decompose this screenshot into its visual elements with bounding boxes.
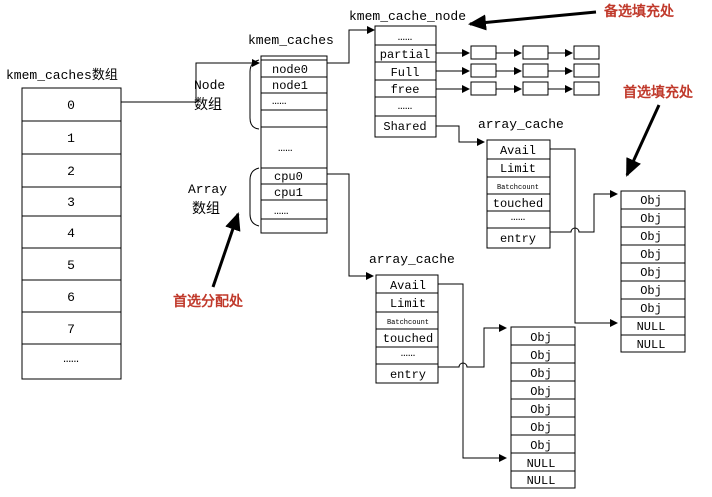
array-index-cell: …… [63, 351, 79, 366]
obj-cell: Obj [640, 194, 662, 208]
obj-cell: Obj [530, 439, 552, 453]
cpu-array-label: Array [188, 182, 227, 197]
limit-field: Limit [500, 162, 536, 176]
obj-cell: Obj [640, 266, 662, 280]
annotation-arrow [468, 10, 597, 31]
connector-arrow [327, 173, 374, 280]
array-index-cell: 6 [67, 290, 75, 305]
obj-cell: Obj [530, 367, 552, 381]
node-array-label: Node [194, 78, 225, 93]
node-cell: node1 [272, 79, 308, 93]
array-index-cell: 1 [67, 131, 75, 146]
kmem-caches-array-title: kmem_caches数组 [6, 68, 118, 83]
array-cache-bottom-struct [375, 274, 439, 384]
kmem-caches-array [21, 87, 122, 380]
obj-cell: Obj [530, 403, 552, 417]
annotation-arrow [211, 212, 241, 288]
array-index-cell: 2 [67, 164, 75, 179]
partial-list-field: partial [380, 48, 430, 62]
annotation-arrow [625, 104, 661, 177]
kmem-caches-struct [260, 55, 328, 234]
obj-array-bottom [510, 326, 576, 489]
connector-arrow [550, 148, 618, 327]
cpu-array-label: 数组 [192, 201, 220, 217]
preferred-alloc-annotation: 首选分配处 [173, 293, 244, 310]
batchcount-field: Batchcount [387, 319, 429, 327]
array-index-cell: 7 [67, 322, 75, 337]
array-cache-field: …… [511, 210, 525, 224]
avail-field: Avail [390, 279, 426, 293]
obj-cell: Obj [640, 212, 662, 226]
node-field: …… [398, 99, 412, 113]
touched-field: touched [383, 332, 433, 346]
connector-arrow [436, 125, 485, 146]
touched-field: touched [493, 197, 543, 211]
obj-cell: Obj [640, 230, 662, 244]
avail-field: Avail [500, 144, 536, 158]
null-cell: NULL [527, 457, 556, 471]
obj-cell: Obj [640, 284, 662, 298]
null-cell: NULL [637, 320, 666, 334]
null-cell: NULL [637, 338, 666, 352]
obj-array-right [620, 190, 686, 353]
kmem-caches-title: kmem_caches [248, 33, 334, 48]
obj-cell: Obj [530, 349, 552, 363]
preferred-fill-annotation: 首选填充处 [623, 84, 694, 101]
array-index-cell: 4 [67, 226, 75, 241]
obj-cell: Obj [530, 385, 552, 399]
array-cache-field: …… [401, 346, 415, 360]
array-index-cell: 0 [67, 98, 75, 113]
connector-arrow [438, 324, 507, 368]
limit-field: Limit [390, 297, 426, 311]
node-cell: node0 [272, 63, 308, 77]
connector-arrow [438, 283, 507, 462]
obj-cell: Obj [640, 302, 662, 316]
shared-field: Shared [383, 120, 426, 134]
array-index-cell: 3 [67, 195, 75, 210]
kmem-cache-node-title: kmem_cache_node [349, 9, 466, 24]
cpu-cell: …… [274, 204, 288, 218]
cpu-cell: cpu0 [274, 170, 303, 184]
full-list-field: Full [391, 66, 420, 80]
node-field: …… [398, 30, 412, 44]
null-cell: NULL [527, 474, 556, 488]
array-cache-top-title: array_cache [478, 117, 564, 132]
obj-cell: Obj [530, 421, 552, 435]
connector-arrow [550, 190, 618, 233]
obj-cell: Obj [640, 248, 662, 262]
middle-cell: …… [278, 141, 292, 155]
backup-fill-annotation: 备选填充处 [603, 3, 675, 20]
cpu-array-brace [249, 167, 260, 227]
cpu-cell: cpu1 [274, 186, 303, 200]
slab-lists [436, 45, 600, 96]
entry-field: entry [500, 232, 536, 246]
array-index-cell: 5 [67, 258, 75, 273]
free-list-field: free [391, 83, 420, 97]
kmem-cache-node-struct [374, 25, 437, 138]
array-cache-bottom-title: array_cache [369, 252, 455, 267]
connector-arrow [121, 59, 260, 103]
entry-field: entry [390, 368, 426, 382]
node-array-label: 数组 [194, 97, 222, 113]
obj-cell: Obj [530, 331, 552, 345]
array-cache-top-struct [486, 139, 551, 249]
connector-arrow [327, 26, 375, 64]
batchcount-field: Batchcount [497, 184, 539, 192]
node-array-brace [249, 59, 260, 130]
node-cell: …… [272, 94, 286, 108]
